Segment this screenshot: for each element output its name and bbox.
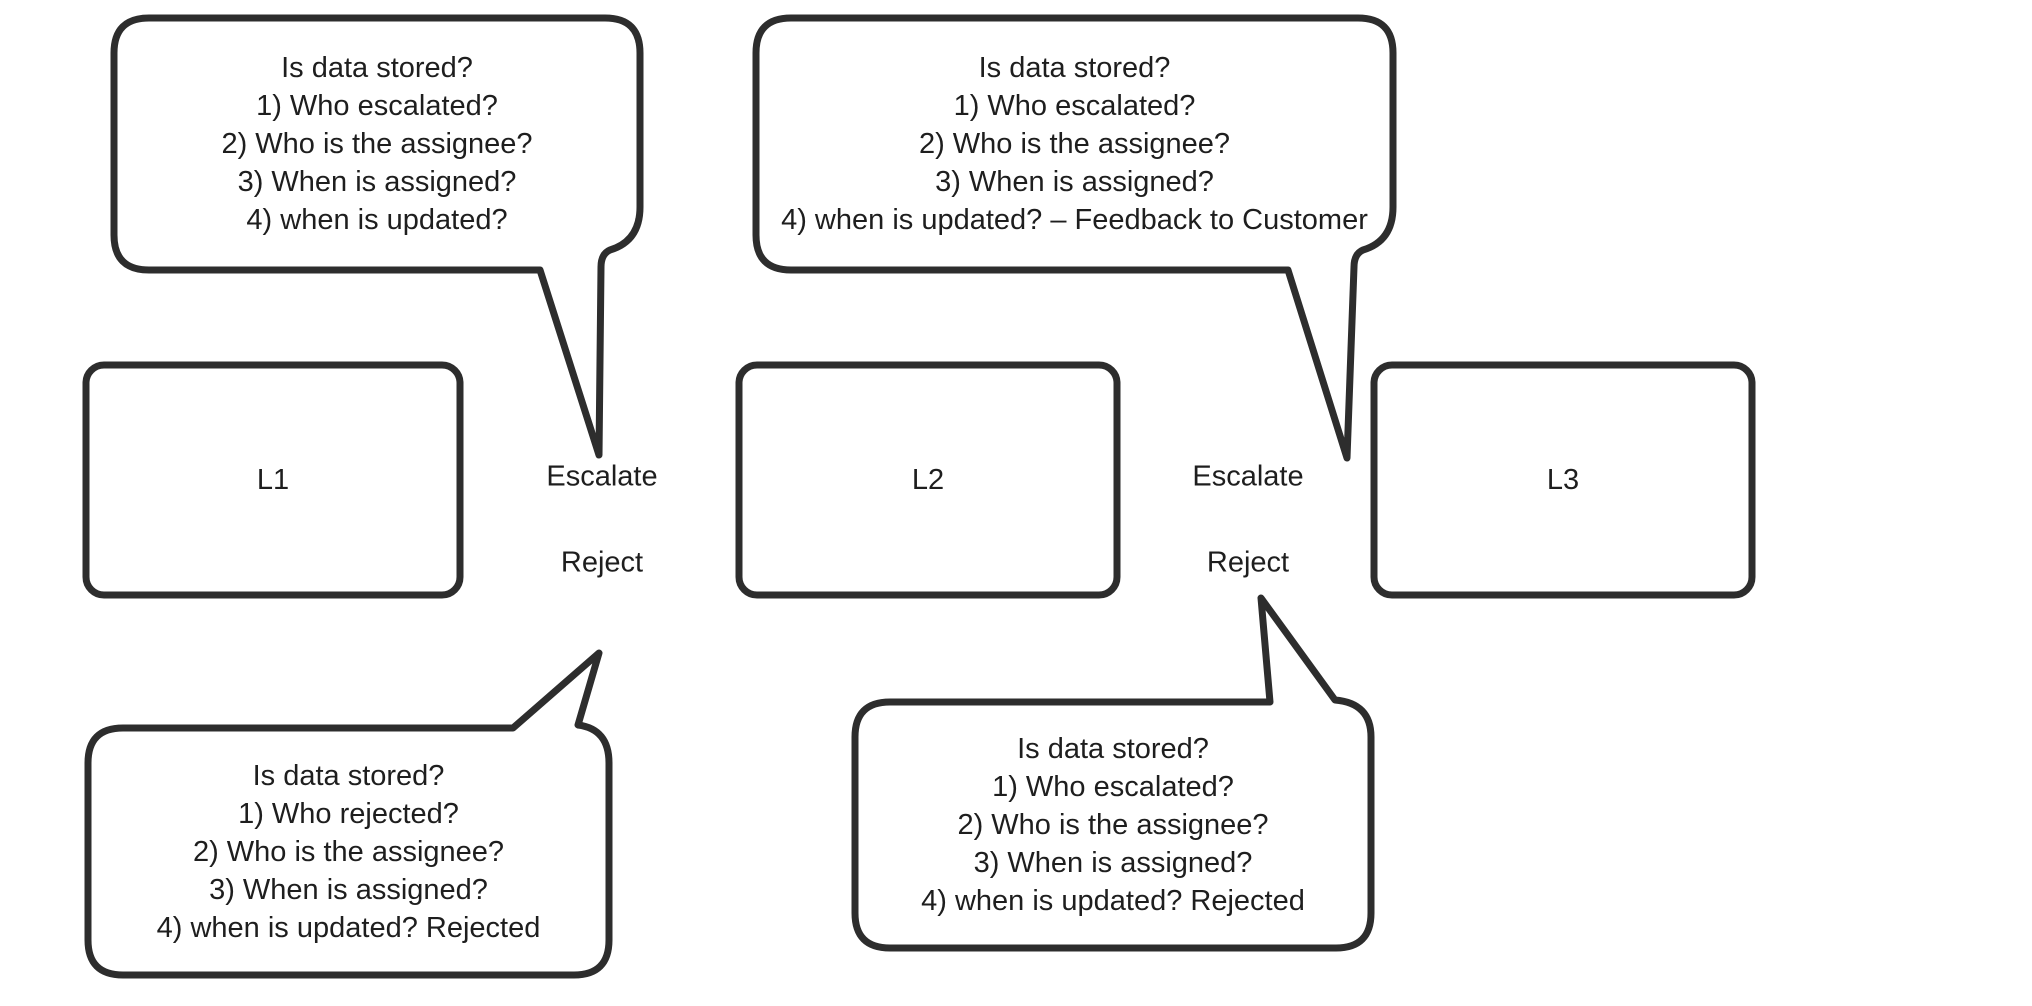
node-l1: L1 [86,365,460,595]
edge-label-reject-2: Reject [1206,546,1290,579]
bubble-line: 4) when is updated? Rejected [156,911,541,944]
bubble-line: 3) When is assigned? [935,166,1214,198]
node-l2-label: L2 [911,463,945,496]
bubble-line: 2) Who is the assignee? [918,128,1231,160]
bubble-line: 1) Who rejected? [238,797,459,830]
speech-bubble-bottom-left: Is data stored? 1) Who rejected? 2) Who … [88,728,609,975]
node-l3-label: L3 [1546,463,1580,496]
speech-bubble-top-left: Is data stored? 1) Who escalated? 2) Who… [114,18,640,270]
bubble-line: 1) Who escalated? [953,90,1196,122]
speech-bubble-bottom-left-shape [84,649,613,979]
speech-bubble-bottom-middle-shape [851,594,1375,952]
node-l2-shape [735,361,1121,599]
bubble-line: 4) when is updated? Rejected [921,885,1305,917]
bubble-line: Is data stored? [281,52,473,84]
speech-bubble-bottom-middle: Is data stored? 1) Who escalated? 2) Who… [855,702,1371,948]
bubble-line: Is data stored? [1017,733,1209,765]
edge-label-escalate-2: Escalate [1192,460,1304,493]
bubble-line: Is data stored? [252,759,445,792]
bubble-line: 3) When is assigned? [237,166,517,198]
bubble-line: 4) when is updated? [246,204,508,236]
bubble-line: 3) When is assigned? [973,847,1253,879]
edge-label-escalate-1: Escalate [546,460,658,493]
bubble-line: 4) when is updated? – Feedback to Custom… [781,204,1368,236]
bubble-line: 3) When is assigned? [209,873,488,906]
node-l1-label: L1 [256,463,290,496]
node-l1-shape [82,361,464,599]
speech-bubble-top-right-shape [752,14,1397,462]
node-l3-shape [1370,361,1756,599]
bubble-line: 1) Who escalated? [256,90,498,122]
speech-bubble-top-left-shape [110,14,644,459]
node-l2: L2 [739,365,1117,595]
node-l3: L3 [1374,365,1752,595]
bubble-line: 1) Who escalated? [992,771,1234,803]
bubble-line: 2) Who is the assignee? [192,835,505,868]
bubble-line: Is data stored? [978,52,1171,84]
bubble-line: 2) Who is the assignee? [221,128,533,160]
edge-label-reject-1: Reject [560,546,644,579]
speech-bubble-top-right: Is data stored? 1) Who escalated? 2) Who… [756,18,1393,270]
bubble-line: 2) Who is the assignee? [957,809,1269,841]
